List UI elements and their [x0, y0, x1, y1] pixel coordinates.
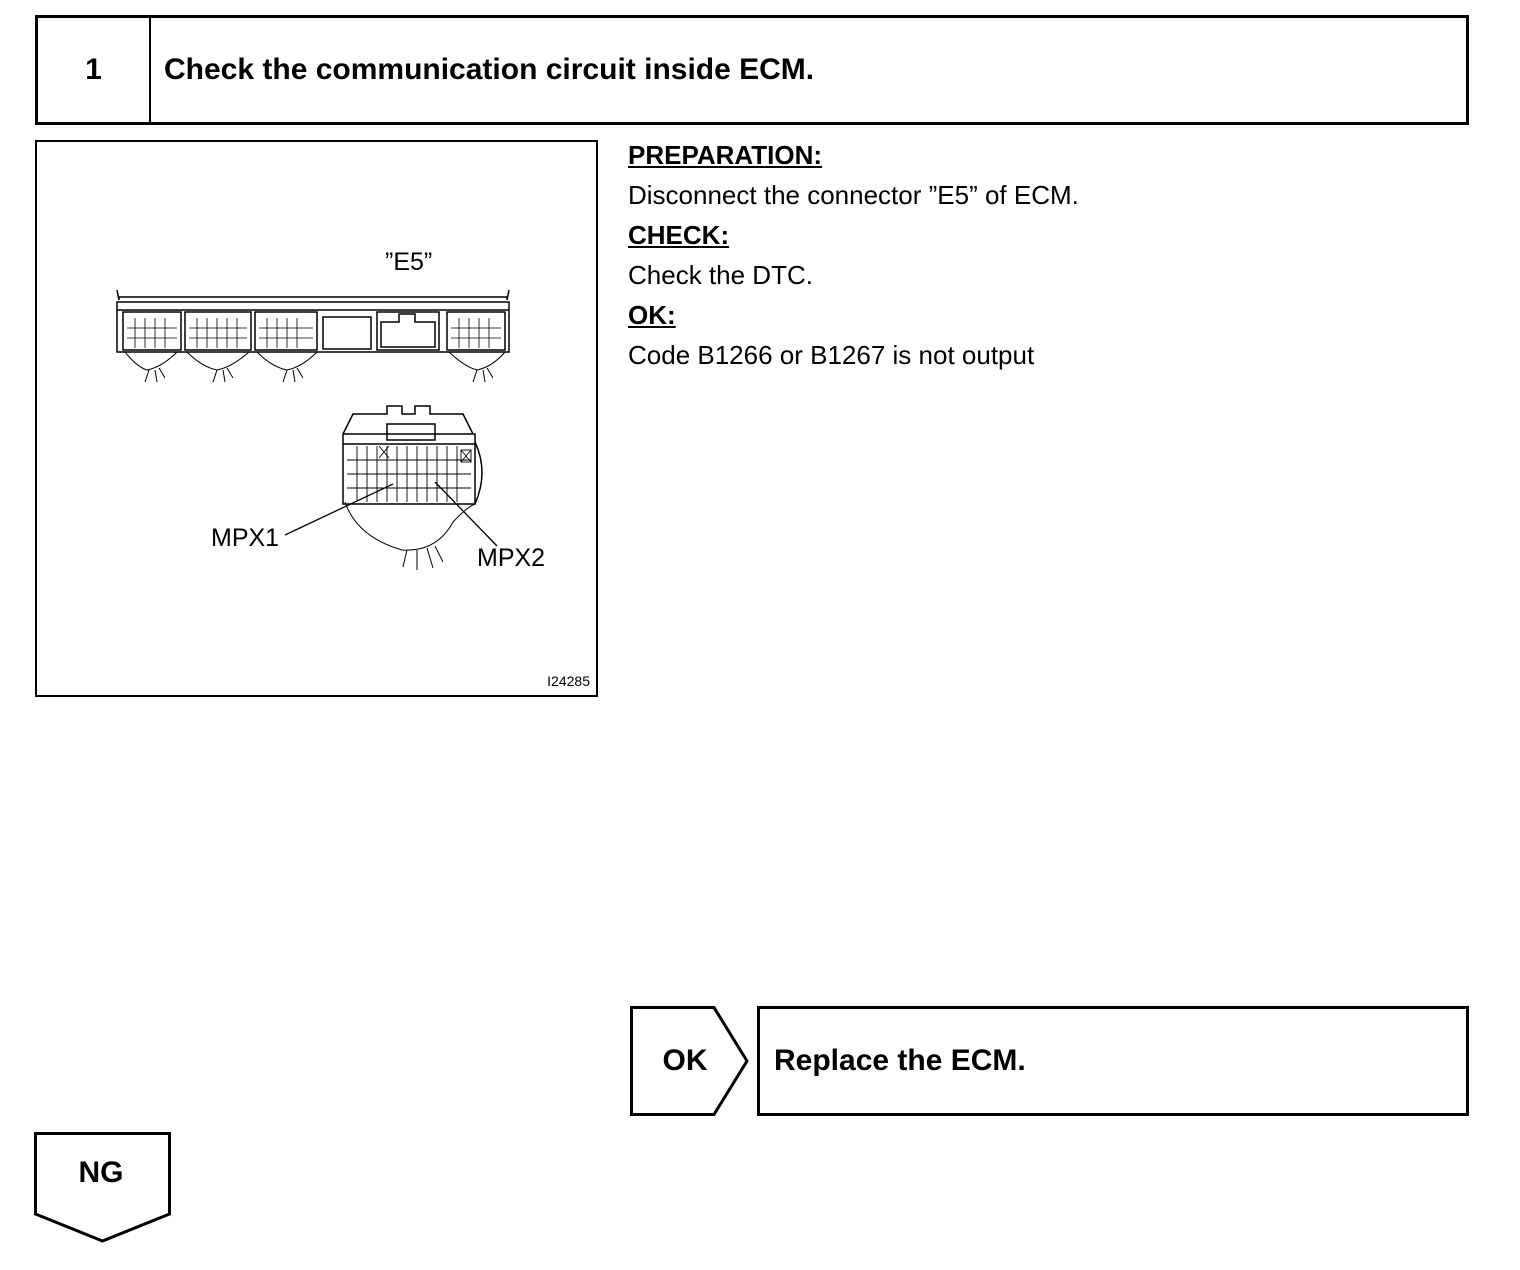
mpx1-pin-label: MPX1 [211, 524, 280, 552]
step-title: Check the communication circuit inside E… [164, 53, 815, 86]
step-header: 1 Check the communication circuit inside… [35, 15, 1469, 125]
ok-action-text: Replace the ECM. [774, 1044, 1026, 1077]
ok-text: Code B1266 or B1267 is not output [628, 340, 1035, 370]
check-text: Check the DTC. [628, 260, 813, 290]
ok-arrow-icon [630, 1006, 749, 1116]
ng-arrow-icon [34, 1132, 171, 1243]
connector-e5-label: ”E5” [385, 248, 433, 276]
check-heading: CHECK: [628, 220, 730, 250]
preparation-text: Disconnect the connector ”E5” of ECM. [628, 180, 1079, 210]
step-number: 1 [38, 18, 151, 122]
ok-action-box: Replace the ECM. [757, 1006, 1469, 1116]
connector-figure: ”E5” MPX1 MPX2 I24285 [35, 140, 598, 697]
ok-outcome-label: OK [662, 1044, 708, 1077]
figure-id: I24285 [547, 673, 590, 689]
ecm-connector-drawing [116, 289, 510, 570]
preparation-heading: PREPARATION: [628, 140, 823, 170]
ng-outcome-label: NG [78, 1156, 124, 1189]
mpx2-pin-label: MPX2 [477, 544, 546, 572]
ok-heading: OK: [628, 300, 676, 330]
instructions: PREPARATION: Disconnect the connector ”E… [628, 135, 1478, 375]
